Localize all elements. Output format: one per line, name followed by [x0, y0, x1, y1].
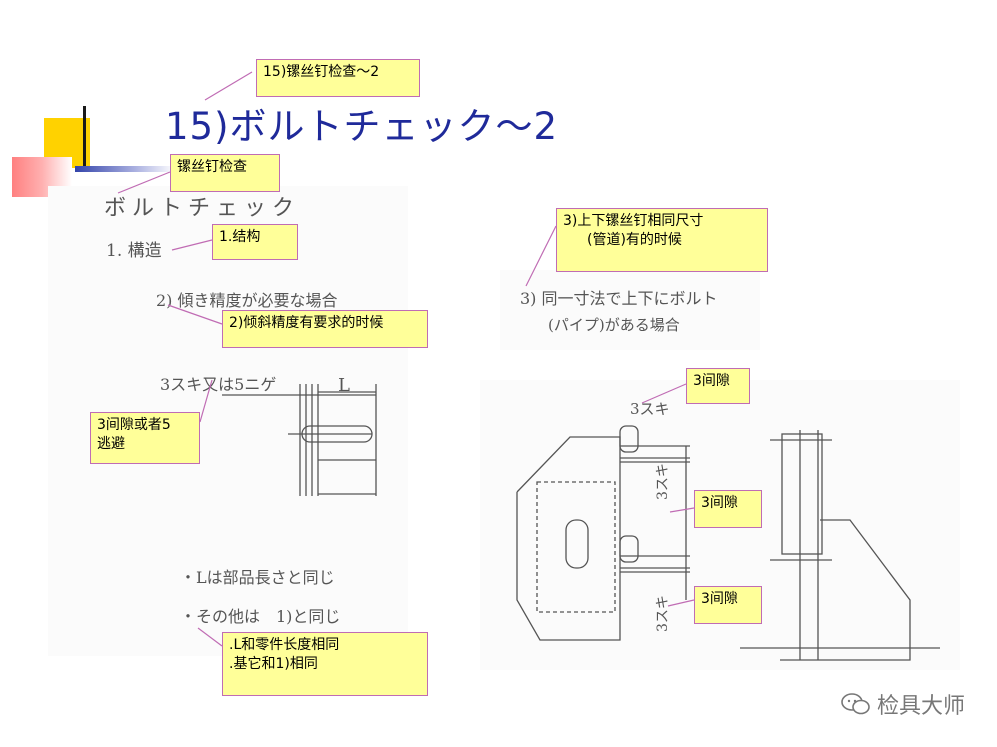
- slide-title: 15)ボルトチェック～2: [165, 105, 559, 148]
- callout-text: 1.结构: [219, 229, 261, 245]
- scan-gap-note-left: 3スキ又は5ニゲ: [160, 375, 277, 394]
- scan-note-L: ・Lは部品長さと同じ: [180, 568, 335, 587]
- callout-text-line1: 3)上下镙丝钉相同尺寸: [563, 213, 704, 229]
- callout-leaders: [117, 71, 695, 647]
- callout-text: 3间隙: [693, 373, 730, 389]
- callout-gap-1: 3间隙: [686, 368, 750, 404]
- callout-text: 15)镙丝钉检查～2: [263, 64, 380, 80]
- callout-tilt: 2)倾斜精度有要求的时候: [222, 310, 428, 348]
- scan-heading: ボルトチェック: [104, 196, 301, 221]
- callout-text: 3间隙: [701, 495, 738, 511]
- scan-item-3-line2: (パイプ)がある場合: [548, 316, 680, 334]
- callout-notes: .L和零件长度相同 .基它和1)相同: [222, 632, 428, 696]
- callout-text-line1: .L和零件长度相同: [229, 637, 340, 653]
- scan-item-2: 2) 傾き精度が必要な場合: [156, 291, 338, 310]
- accent-blue-line: [75, 166, 175, 172]
- scan-dimension-L: L: [338, 375, 350, 396]
- callout-same-size: 3)上下镙丝钉相同尺寸 (管道)有的时候: [556, 208, 768, 272]
- watermark: 检具大师: [841, 688, 965, 720]
- callout-title-translation: 15)镙丝钉检查～2: [256, 59, 420, 97]
- scan-item-3-line1: 3) 同一寸法で上下にボルト: [520, 289, 718, 308]
- callout-text-line2: (管道)有的时候: [587, 232, 682, 248]
- callout-gap-left: 3间隙或者5 逃避: [90, 412, 200, 464]
- callout-text-line2: 逃避: [97, 436, 125, 452]
- scan-section-1: 1. 構造: [106, 241, 162, 261]
- callout-heading-translation: 镙丝钉检查: [170, 154, 280, 192]
- callout-gap-2: 3间隙: [694, 490, 762, 528]
- callout-text: 2)倾斜精度有要求的时候: [229, 315, 384, 331]
- callout-text-line1: 3间隙或者5: [97, 417, 171, 433]
- callout-gap-3: 3间隙: [694, 586, 762, 624]
- left-bolt-drawing: [222, 384, 377, 496]
- scan-note-other: ・その他は 1)と同じ: [180, 607, 341, 626]
- watermark-text: 检具大师: [876, 694, 965, 719]
- scan-panel-right-text: [500, 270, 760, 350]
- accent-vertical-line: [83, 106, 86, 166]
- callout-text-line2: .基它和1)相同: [229, 656, 318, 672]
- callout-text: 镙丝钉检查: [177, 159, 247, 175]
- scan-gap-top: 3スキ: [630, 400, 670, 418]
- wechat-icon: [841, 693, 870, 715]
- callout-text: 3间隙: [701, 591, 738, 607]
- callout-structure: 1.结构: [212, 224, 298, 260]
- right-bolt-drawing: [516, 425, 940, 661]
